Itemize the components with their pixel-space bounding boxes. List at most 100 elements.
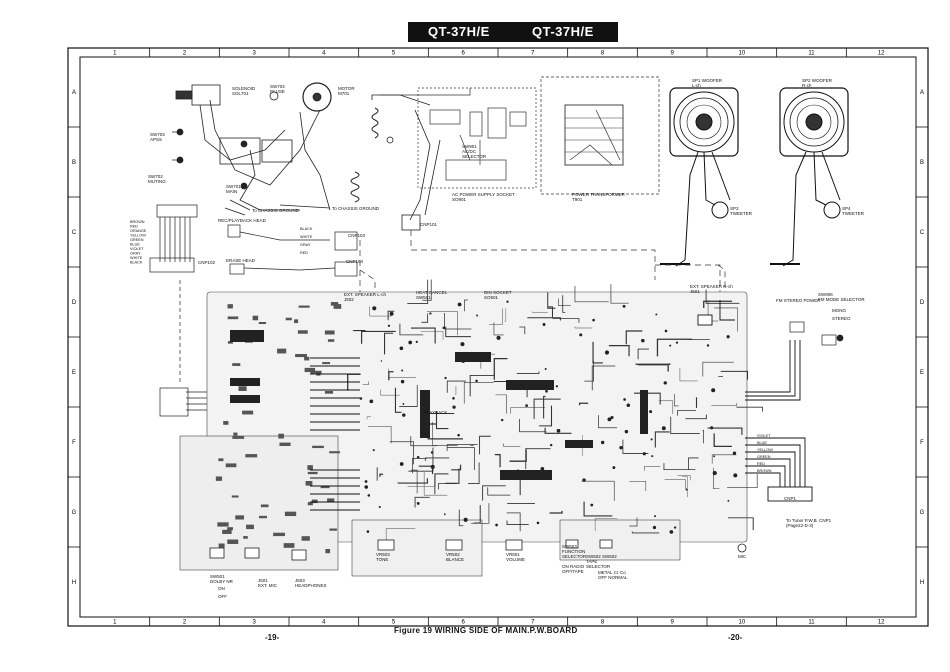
label-cnp102: CNP102 — [198, 260, 216, 265]
wire-label-right: BROWN — [757, 469, 772, 473]
wire-label-left: GREEN — [130, 238, 144, 242]
wire-label-left: BROWN — [130, 220, 145, 224]
grid-row-label: F — [72, 440, 76, 446]
grid-col-label: 10 — [738, 620, 745, 626]
grid-col-label: 3 — [252, 51, 256, 57]
grid-col-label: 6 — [461, 51, 465, 57]
wire-label-left: BLACK — [130, 261, 143, 265]
label-chassis2: To CHASSIS GROUND — [332, 206, 380, 211]
grid-col-label: 8 — [601, 51, 605, 57]
page-number-left: -19- — [265, 633, 280, 642]
solenoid-body — [191, 84, 221, 106]
grid-row-label: D — [920, 300, 925, 306]
grid-row-label: A — [72, 90, 76, 96]
grid-col-label: 4 — [322, 51, 326, 57]
label-mic: MIC — [738, 554, 747, 559]
wire-label-left: GRAY — [130, 252, 141, 256]
label-cnp103: CNP103 — [348, 233, 366, 238]
grid-col-label: 3 — [252, 620, 256, 626]
wire-label-left: BLUE — [130, 243, 140, 247]
figure-caption: Figure 19 WIRING SIDE OF MAIN.P.W.BOARD — [394, 626, 578, 635]
grid-row-label: E — [920, 370, 924, 376]
wire-label-left: RED — [130, 225, 138, 229]
label-cnp101: CNP101 — [420, 222, 438, 227]
speaker-sp1 — [669, 87, 739, 267]
grid-row-label: H — [920, 580, 924, 586]
label-cnp104: CNP104 — [346, 259, 364, 264]
label-erase: ERASE HEAD — [226, 258, 256, 263]
mechanism-area — [172, 82, 441, 231]
wire-label-right: YELLOW — [757, 448, 773, 452]
grid-col-label: 6 — [461, 620, 465, 626]
grid-col-label: 12 — [878, 51, 885, 57]
label-on: ON — [218, 586, 225, 591]
fm-switches — [789, 321, 844, 346]
label-tuner: To Tuner P.W.B. CNP1(Page22-D-3) — [786, 518, 832, 528]
grid-col-label: 7 — [531, 51, 535, 57]
grid-row-label: E — [72, 370, 76, 376]
page-number-right: -20- — [728, 633, 743, 642]
wire-label-right: RED — [757, 462, 765, 466]
ribbon-left — [310, 357, 360, 511]
label-mono: MONO — [832, 308, 846, 313]
grid-col-label: 4 — [322, 620, 326, 626]
wire-label-right: GREEN — [757, 455, 771, 459]
wire-label-left: WHITE — [130, 256, 143, 260]
wire-label-right: VIOLET — [757, 434, 771, 438]
bottom-controls — [209, 539, 747, 561]
grid-row-label: G — [72, 510, 77, 516]
grid-row-label: F — [920, 440, 924, 446]
grid-row-label: G — [920, 510, 925, 516]
label-stereo: STEREO — [832, 316, 851, 321]
grid-col-label: 5 — [392, 51, 396, 57]
grid-row-label: D — [72, 300, 77, 306]
wire-label-left: ORANGE — [130, 229, 147, 233]
grid-col-label: 1 — [113, 620, 117, 626]
label-playback: PLAYBACK — [424, 410, 447, 415]
grid-col-label: 2 — [183, 51, 187, 57]
grid-col-label: 8 — [601, 620, 605, 626]
grid-row-label: B — [72, 160, 76, 166]
ribbon-right — [697, 300, 813, 502]
grid-col-label: 1 — [113, 51, 117, 57]
grid-row-label: C — [72, 230, 77, 236]
grid-col-label: 9 — [670, 51, 674, 57]
label-off: OFF — [218, 594, 227, 599]
grid-row-label: A — [920, 90, 924, 96]
model-title-left: QT-37H/E — [408, 22, 518, 42]
solenoid-plunger — [175, 90, 193, 100]
grid-col-label: 9 — [670, 620, 674, 626]
grid-col-label: 11 — [808, 51, 815, 57]
wire-label-left: YELLOW — [130, 234, 146, 238]
pcb-ics — [230, 330, 648, 480]
main-pcb — [179, 279, 813, 577]
grid-col-label: 7 — [531, 620, 535, 626]
grid-col-label: 10 — [738, 51, 745, 57]
label-recplay: REC/PLAYBACK HEAD — [218, 218, 267, 223]
grid-col-label: 11 — [808, 620, 815, 626]
speaker-sp2 — [660, 87, 849, 267]
model-title-right: QT-37H/E — [518, 22, 618, 42]
